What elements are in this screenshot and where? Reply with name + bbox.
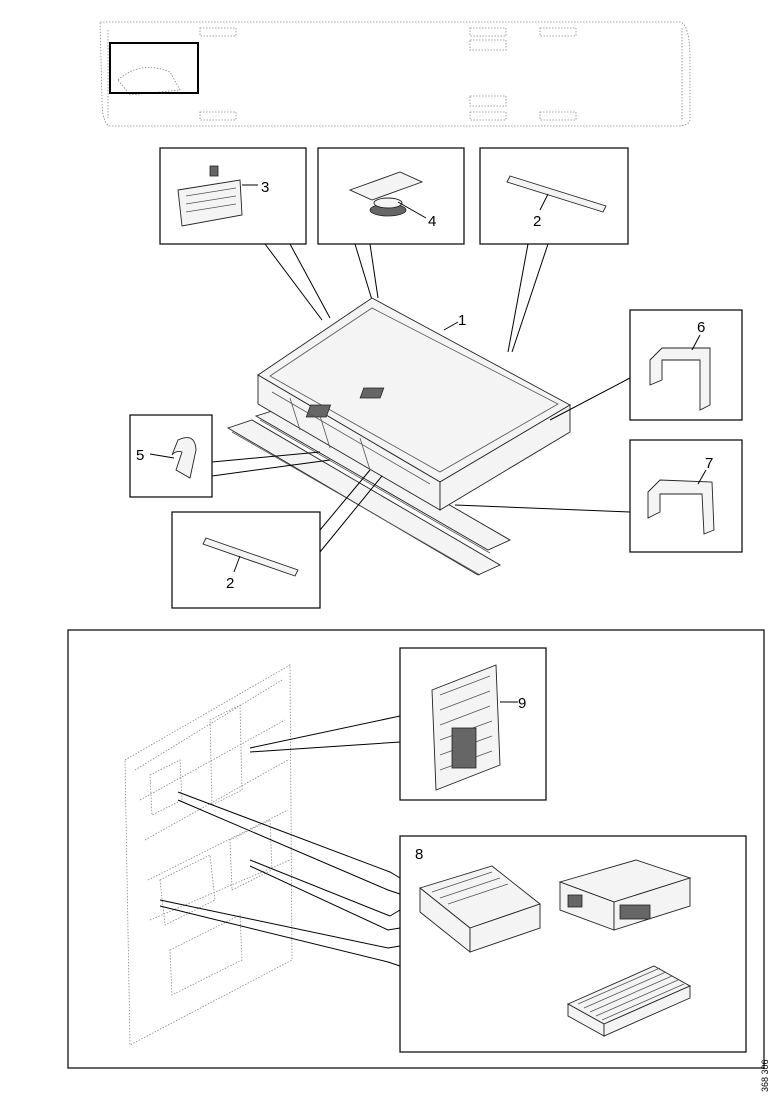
detail-box-7: 7 xyxy=(454,439,743,553)
label-3: 3 xyxy=(261,179,269,196)
label-6: 6 xyxy=(697,319,705,336)
detail-box-5: 5 xyxy=(129,414,331,498)
label-4: 4 xyxy=(428,213,436,230)
label-1: 1 xyxy=(458,312,466,329)
detail-box-2-lower: 2 xyxy=(171,469,383,609)
main-assembly: 1 xyxy=(226,297,571,576)
leader-lines-box-8 xyxy=(159,791,401,967)
label-9: 9 xyxy=(518,695,526,712)
detail-box-6: 6 xyxy=(549,309,743,421)
label-2-lower: 2 xyxy=(226,575,234,592)
highlight-frame xyxy=(109,42,199,94)
label-5: 5 xyxy=(136,447,144,464)
detail-box-3: 3 xyxy=(159,147,307,245)
label-8: 8 xyxy=(415,846,423,863)
label-2-top: 2 xyxy=(533,213,541,230)
detail-box-9: 9 xyxy=(249,647,547,801)
label-7: 7 xyxy=(705,455,713,472)
figure-code: 368 306 xyxy=(760,1059,770,1092)
vehicle-overview xyxy=(99,21,691,127)
detail-box-4: 4 xyxy=(317,147,465,245)
leader-lines-top xyxy=(264,243,549,353)
detail-box-8: 8 xyxy=(399,835,747,1053)
detail-box-2-top: 2 xyxy=(479,147,629,245)
